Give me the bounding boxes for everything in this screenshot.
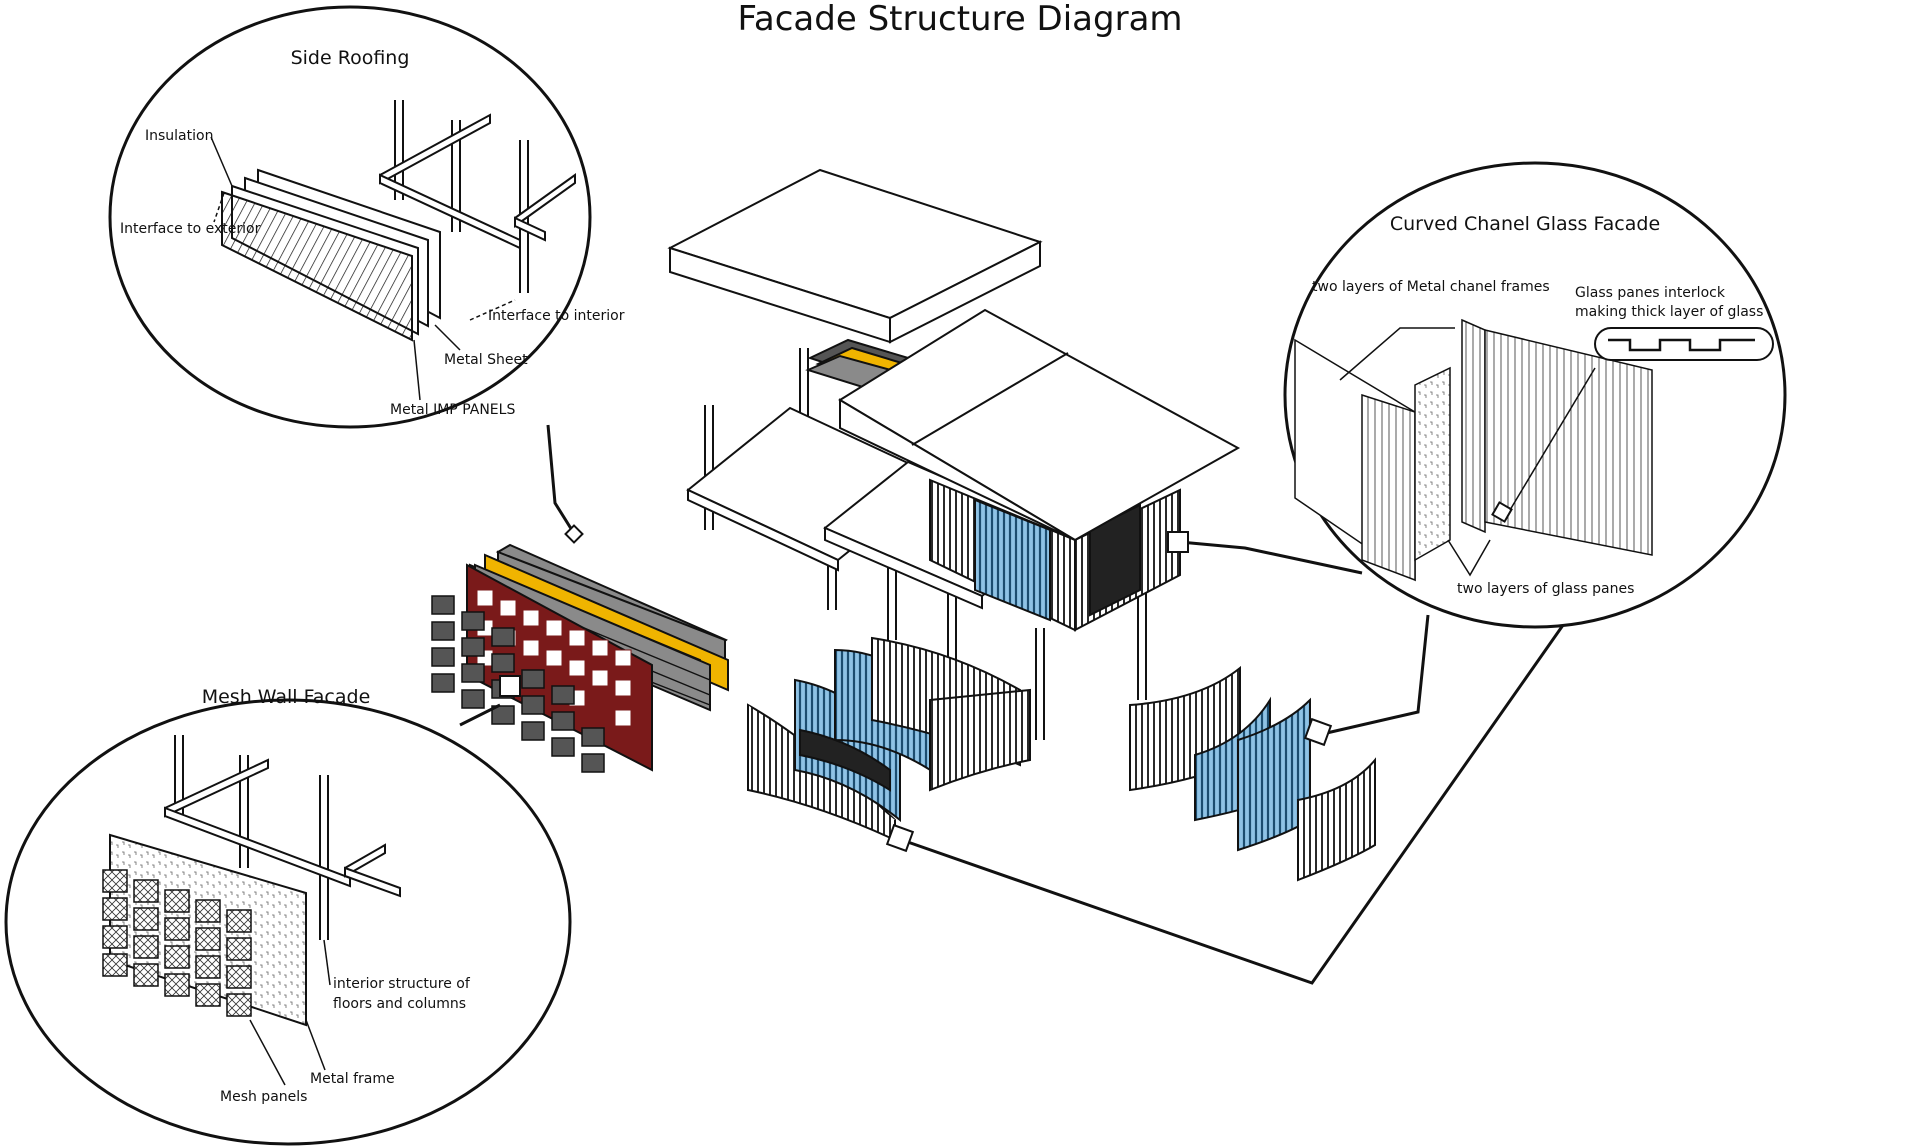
side-roofing-layers [221,168,441,342]
curved-glass-facade-front [747,636,1031,842]
interlock-label-line2: making thick layer of glass [1575,304,1763,320]
curtain-facade-under-roof [929,478,1181,632]
mesh-panels-tiles [431,595,605,773]
interface-exterior-leader [213,192,225,223]
glass-panes-label: two layers of glass panes [1457,581,1634,597]
mesh-wall-callout: Mesh Wall Facade interior structure [4,686,572,1146]
connector-lines [459,424,1570,985]
mesh-panels-label: Mesh panels [220,1089,307,1105]
interior-structure-label-line1: interior structure of [333,976,471,992]
mesh-wall-heading: Mesh Wall Facade [202,686,371,708]
insulation-leader [210,136,233,187]
central-building [431,168,1376,882]
metal-imp-panels-label: Metal IMP PANELS [390,402,515,418]
glass-detail-leader [1509,367,1596,511]
metal-sheet-leader [434,324,461,351]
interlock-label-line1: Glass panes interlock [1575,285,1726,301]
top-roof-slab [667,168,1043,344]
metal-frames-label: two layers of Metal chanel frames [1312,279,1550,295]
metal-imp-panels-leader [413,339,421,401]
curved-glass-heading: Curved Chanel Glass Facade [1390,213,1660,235]
connector-markers [499,524,1333,853]
mesh-panels-leader [249,1019,286,1086]
interface-interior-label: Interface to interior [488,308,625,324]
metal-frame-label: Metal frame [310,1071,395,1087]
metal-frame-leader [305,1019,326,1071]
diagram-title: Facade Structure Diagram [737,0,1182,39]
insulation-label: Insulation [145,128,213,144]
interior-structure-label-line2: floors and columns [333,996,466,1012]
metal-sheet-label: Metal Sheet [444,352,528,368]
interlock-detail [1594,327,1774,361]
glass-panes-leader [1447,539,1491,577]
side-roofing-heading: Side Roofing [291,47,410,69]
side-roofing-callout: Side Roofing Insulation Interface to ext… [108,5,625,429]
interior-structure-leader [323,939,331,986]
curved-glass-callout: Curved Chanel Glass Facade two layers of… [1283,161,1787,629]
curved-glass-layers [1294,318,1653,582]
curved-glass-facade-right [1129,665,1376,882]
mesh-wall-panels [102,869,252,1017]
glass-detail-marker [1491,501,1513,523]
main-roof [838,308,1241,542]
metal-frames-leader [1339,327,1455,381]
side-roofing-structure [379,100,576,293]
interface-interior-leader [469,299,516,321]
mesh-wall-structure [164,735,401,940]
interface-exterior-label: Interface to exterior [120,221,261,237]
